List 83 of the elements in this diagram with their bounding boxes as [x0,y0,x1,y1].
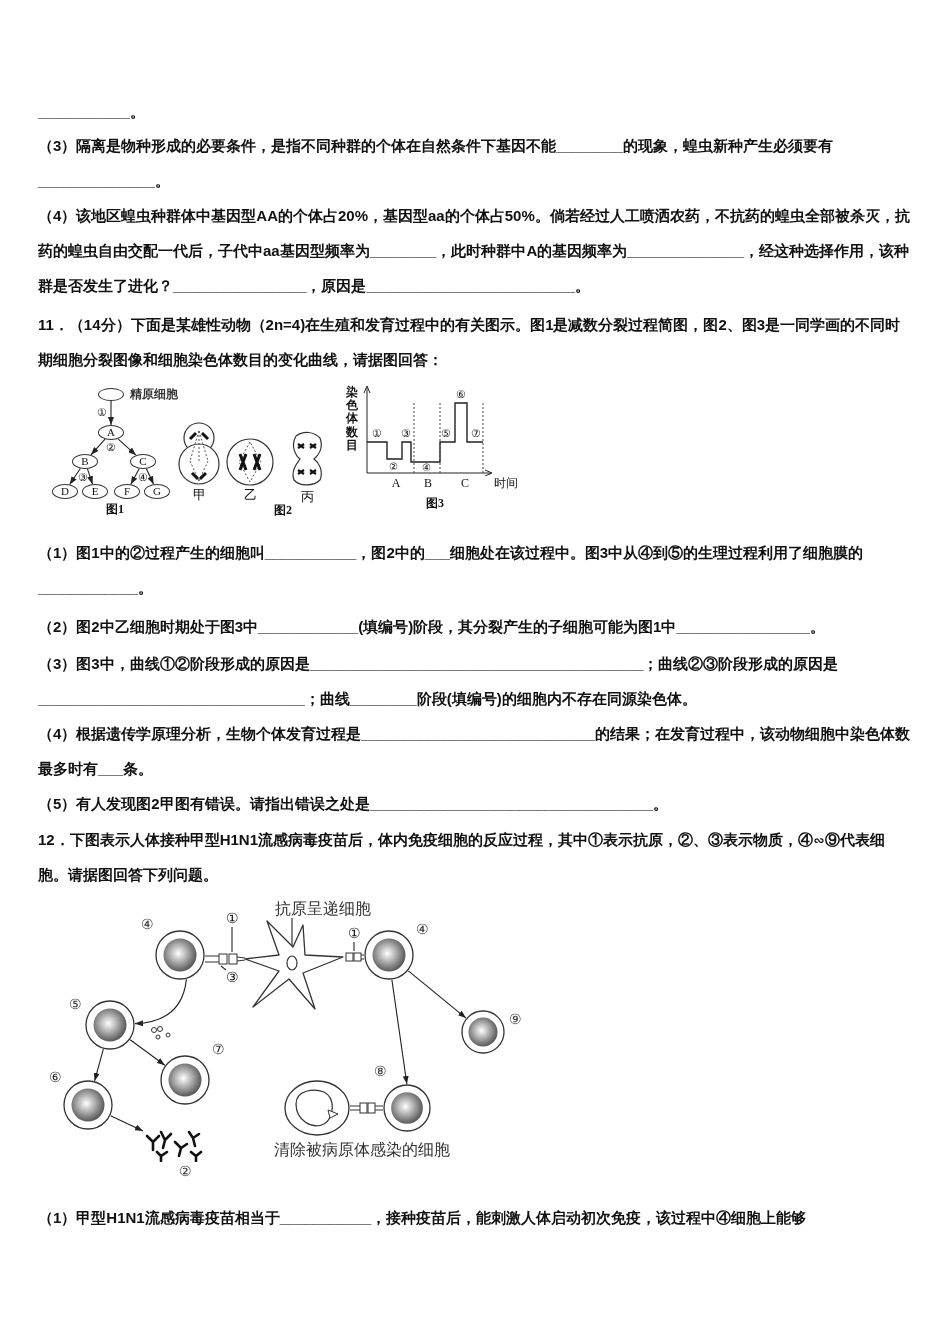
immune-cell-drawing [364,930,414,980]
question-text: （1）图1中的②过程产生的细胞叫___________，图2中的___细胞处在该过程中。图3中从④到⑤的生理过程利用了细胞膜的____________。 [38,543,865,598]
axis-label: 时间 [494,477,518,489]
immune-cell-drawing [160,1055,210,1105]
question-text: （2）图2中乙细胞时期处于图3中____________(填编号)阶段，其分裂产生的子细胞可能为图1中________________。 [38,617,826,637]
leader-line [353,941,355,952]
arrow [90,438,106,456]
question-text: 12．下图表示人体接种甲型H1N1流感病毒疫苗后，体内免疫细胞的反应过程，其中①表示抗原，②、③表示物质，④∽⑨代表细胞。请据图回答下列问题。 [38,830,887,885]
edge-label: ① [97,406,107,418]
axis-label: B [424,477,432,489]
immune-cell-drawing [85,1000,135,1050]
arrow [391,979,409,1085]
arrow [145,468,155,485]
callout-number: ② [178,1165,192,1179]
question-text: （4）该地区蝗虫种群体中基因型AA的个体占20%，基因型aa的个体占50%。倘若经过人工喷洒农药，不抗药的蝗虫全部被杀灭，抗药的蝗虫自由交配一代后，子代中aa基因型频率为________，此时种群中A的基因频率为______________，经这种选择作用，该种群是否发生了进化？________________，原因是_________________________。 [38,206,910,296]
circled-number: ① [372,427,382,439]
receptor-antigen-drawing [350,1102,383,1114]
arrow [86,468,94,485]
question-text: （4）根据遗传学原理分析，生物个体发育过程是____________________________的结果；在发育过程中，该动物细胞中染色体数最多时有___条。 [38,724,910,779]
question-text: （5）有人发现图2甲图有错误。请指出错误之处是__________________________________。 [38,794,670,814]
immune-cell-drawing [63,1080,113,1130]
circled-number: ⑥ [456,388,466,400]
circled-number: ③ [401,427,411,439]
cell-name-label: 精原细胞 [130,388,178,400]
question-text: 11．（14分）下面是某雄性动物（2n=4)在生殖和发育过程中的有关图示。图1是减数分裂过程简图，图2、图3是一同学画的不同时期细胞分裂图像和细胞染色体数目的变化曲线，请据图回答： [38,315,902,370]
cell-name-label: 抗原呈递细胞 [268,900,378,918]
immune-cell-drawing [461,1010,505,1054]
callout-number: ④ [140,918,154,932]
circled-number: ⑦ [471,427,481,439]
arrow [69,467,81,486]
circled-number: ③ [78,471,88,483]
callout-number: ① [346,926,362,942]
caption-text: 清除被病原体感染的细胞 [274,1142,450,1158]
question-text: （3）隔离是物种形成的必要条件，是指不同种群的个体在自然条件下基因不能________的现象，蝗虫新种产生必须要有______________。 [38,136,835,191]
arrow [407,970,467,1019]
receptor-antigen-drawing [205,952,245,966]
circled-number: ⑤ [441,427,451,439]
receptor-antigen-drawing [345,951,364,963]
callout-number: ⑦ [211,1043,225,1057]
arrow [110,1115,144,1132]
cell-oval: C [130,454,156,469]
axis-label: 染色体数目 [346,386,358,452]
antibody-drawing [143,1128,203,1162]
immune-cell-drawing [383,1084,431,1132]
figure-caption: 图3 [426,497,444,509]
cell-oval [98,388,124,401]
callout-number: ⑨ [508,1013,522,1027]
figure-caption: 图1 [106,503,124,515]
cell-oval: D [52,484,78,499]
figure-label: 甲 [192,487,206,501]
arrow [129,1039,166,1066]
figure-label: 丙 [300,489,314,503]
circled-number: ② [106,441,116,453]
arrow [108,400,114,426]
arrow [130,468,140,485]
question-text: （3）图3中，曲线①②阶段形成的原因是________________________________________；曲线②③阶段形成的原因是________________________________；曲线________阶段(填编号)的细胞内不存在同源染色体。 [38,654,840,709]
callout-number: ④ [415,923,429,937]
question-text: （1）甲型H1N1流感病毒疫苗相当于___________，接种疫苗后，能刺激人体启动初次免疫，该过程中④细胞上能够 [38,1208,808,1228]
callout-number: ⑤ [68,998,82,1012]
cell-oval: F [114,484,140,499]
callout-number: ⑥ [48,1071,62,1085]
axis-label: A [391,477,401,489]
callout-number: ③ [224,970,240,986]
callout-number: ① [224,911,240,927]
circled-number: ② [388,462,398,472]
arrow [93,1048,104,1082]
leader-line [220,965,227,971]
question-text: ___________。 [38,102,146,122]
figure-label: 乙 [243,487,257,501]
axis-label: C [461,477,469,489]
arrow [117,438,137,456]
cell-oval: A [98,425,124,440]
immune-cell-drawing [155,930,205,980]
circled-number: ④ [138,471,148,483]
circled-number: ④ [421,463,431,473]
figure-caption: 图2 [274,504,292,516]
callout-number: ⑧ [373,1065,387,1079]
cell-oval: G [144,484,170,499]
leader-line [231,926,233,953]
cell-oval: B [72,454,98,469]
infected-cell-drawing [284,1080,350,1136]
cell-oval: E [82,484,108,499]
arrow [134,978,187,1027]
